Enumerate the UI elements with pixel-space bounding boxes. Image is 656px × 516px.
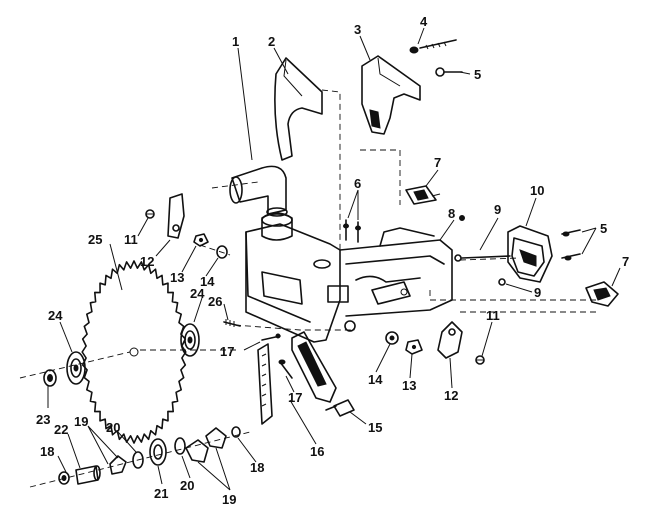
washer-20-right: [174, 437, 186, 455]
adjust-screw-15: [325, 399, 355, 417]
callout-18b: 18: [250, 460, 264, 475]
spring-washer-19-right: [205, 427, 227, 449]
callout-7b: 7: [622, 254, 629, 269]
callout-20b: 20: [180, 478, 194, 493]
callout-24b: 24: [190, 286, 205, 301]
nut-18-right: [231, 426, 241, 438]
callout-18a: 18: [40, 444, 54, 459]
end-cap: [507, 225, 553, 283]
nut-13-left: [193, 233, 209, 247]
screw-11-right: [475, 355, 485, 365]
callout-24a: 24: [48, 308, 63, 323]
callout-9a: 9: [494, 202, 501, 217]
screw-5-top: [435, 67, 463, 77]
callout-17a: 17: [220, 344, 234, 359]
callout-3: 3: [354, 22, 361, 37]
callout-12a: 12: [140, 254, 154, 269]
screw-11-left: [145, 209, 155, 219]
callout-labels: 1 2 3 4 5 5 6 7 7 8 9 9 10 11 11 12 12 1…: [36, 14, 629, 507]
callout-25: 25: [88, 232, 102, 247]
washer-9-upper: [454, 254, 511, 262]
callout-15: 15: [368, 420, 382, 435]
spring-washer-19-mid: [185, 439, 209, 463]
saw-blade: [81, 260, 187, 444]
callout-6: 6: [354, 176, 361, 191]
callout-1: 1: [232, 34, 239, 49]
callout-19b: 19: [222, 492, 236, 507]
motor-housing: [245, 212, 453, 343]
bracket-12-right: [437, 321, 463, 359]
elbow-chute: [229, 165, 288, 217]
callout-5a: 5: [474, 67, 481, 82]
pin-26: [223, 319, 241, 327]
hook-handle: [274, 57, 323, 161]
inner-flange: [180, 323, 200, 357]
callout-4: 4: [420, 14, 428, 29]
callout-14a: 14: [200, 274, 215, 289]
nut-13-right: [405, 339, 423, 355]
handle-bracket: [361, 55, 421, 135]
screws-5-right: [561, 229, 581, 261]
callout-23: 23: [36, 412, 50, 427]
callout-10: 10: [530, 183, 544, 198]
bracket-12-left: [167, 193, 185, 239]
callout-5b: 5: [600, 221, 607, 236]
switch-right: [585, 281, 619, 307]
callout-21: 21: [154, 486, 168, 501]
pin-17-lower: [278, 359, 293, 379]
callout-8: 8: [448, 206, 455, 221]
switch-top: [405, 185, 441, 205]
callout-13b: 13: [402, 378, 416, 393]
pin-17-upper: [261, 333, 281, 341]
screws-6: [343, 219, 361, 243]
screw-4: [409, 39, 457, 54]
flange-21: [149, 438, 167, 466]
callout-12b: 12: [444, 388, 458, 403]
callout-7a: 7: [434, 155, 441, 170]
callout-11b: 11: [486, 308, 500, 323]
washer-9-lower: [498, 278, 506, 286]
washer-14-left: [216, 245, 228, 259]
callout-13a: 13: [170, 270, 184, 285]
washer-14-right: [385, 331, 399, 345]
callout-2: 2: [268, 34, 275, 49]
outer-flange: [66, 351, 86, 385]
spacer-22: [75, 465, 101, 485]
alignment-lines: [19, 89, 600, 488]
guard-plate: [257, 331, 337, 425]
callout-22: 22: [54, 422, 68, 437]
callout-20a: 20: [106, 420, 120, 435]
arbor-nut: [43, 369, 57, 387]
callout-17b: 17: [288, 390, 302, 405]
callout-9b: 9: [534, 285, 541, 300]
callout-19a: 19: [74, 414, 88, 429]
callout-16: 16: [310, 444, 324, 459]
callout-11a: 11: [124, 232, 138, 247]
washer-20-left: [132, 451, 144, 469]
callout-26: 26: [208, 294, 222, 309]
leader-lines: [47, 27, 621, 491]
spring-washer-19-left: [109, 455, 127, 475]
callout-14b: 14: [368, 372, 383, 387]
nut-18-left: [58, 471, 70, 485]
